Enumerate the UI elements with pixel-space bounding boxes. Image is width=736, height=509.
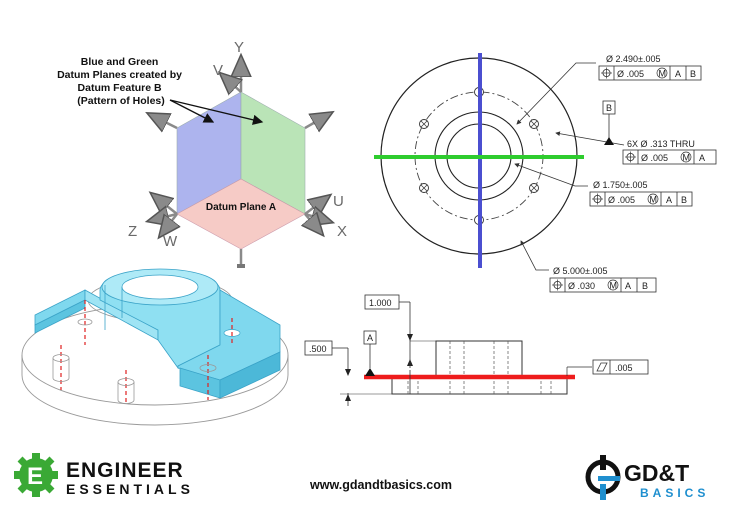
svg-text:B: B [606,103,612,113]
datum-a-flag: A [363,330,377,376]
top-view-drawing: Ø 2.490±.005 Ø .005 M A B B 6X Ø .313 TH… [374,53,717,293]
fcf-od-dimension: Ø 5.000±.005 [553,266,607,276]
datum-b-flag: B [602,100,616,145]
svg-text:A: A [699,153,705,163]
gdt-title: GD&T [624,460,689,486]
ee-title: ENGINEER [66,459,184,482]
callout-arrow-green [169,99,264,125]
leader-mid [514,163,588,187]
gdt-subtitle: BASICS [640,486,709,500]
svg-text:B: B [642,281,648,291]
svg-text:1.000: 1.000 [369,298,392,308]
leader-holes [555,131,625,146]
svg-text:M: M [650,195,658,205]
svg-text:M: M [610,281,618,291]
svg-text:A: A [666,195,672,205]
fcf-od-frame: Ø .030 M A B [549,277,657,293]
fcf-outer-dimension: Ø 2.490±.005 [606,54,660,64]
svg-text:.500: .500 [309,344,327,354]
base-dimension: .500 [304,340,392,406]
flatness-symbol-icon [596,362,608,372]
hole-crosses [420,120,538,192]
side-view-drawing: 1.000 .500 A .005 [304,294,649,406]
axis-label-x: X [337,223,347,240]
website-url[interactable]: www.gdandtbasics.com [309,478,452,492]
axis-base-tick [237,264,245,268]
svg-text:M: M [683,153,691,163]
fcf-mid-dimension: Ø 1.750±.005 [593,180,647,190]
axis-label-z: Z [128,223,137,240]
axis-label-w: W [163,233,178,250]
hole-callout-thru: 6X Ø .313 THRU [627,139,695,149]
svg-text:.005: .005 [615,363,633,373]
fcf-holes-frame: Ø .005 M A [622,149,717,165]
gear-icon: E [14,453,58,497]
svg-text:Ø .005: Ø .005 [608,195,635,205]
ee-subtitle: ESSENTIALS [66,481,194,497]
svg-text:M: M [659,69,667,79]
fcf-outer-frame: Ø .005 M A B [598,65,702,81]
svg-text:Ø .005: Ø .005 [641,153,668,163]
gdt-target-icon [585,455,621,500]
axis-label-u: U [333,193,344,210]
axis-label-v: V [213,62,223,79]
engineer-essentials-logo: E ENGINEER ESSENTIALS [14,453,194,497]
svg-text:Ø .005: Ø .005 [617,69,644,79]
leader-outer [516,62,596,125]
axis-arrows [149,57,331,268]
datum-callout-text: Blue and Green Datum Planes created by D… [57,56,185,107]
flatness-frame: .005 [566,359,649,376]
svg-text:A: A [625,281,631,291]
fcf-mid-frame: Ø .005 M A B [589,191,693,207]
isometric-part [21,268,289,426]
svg-text:E: E [27,463,43,490]
axis-label-y: Y [234,39,244,56]
gdt-basics-logo: GD&T BASICS [585,455,709,500]
datum-planes-diagram: Y V U X Z W Blue and Green Datum Planes … [57,39,347,268]
height-dimension: 1.000 [364,294,436,394]
svg-text:Ø .030: Ø .030 [568,281,595,291]
svg-text:B: B [681,195,687,205]
hole-axes [60,300,233,405]
svg-text:A: A [367,333,373,343]
callout-arrow-blue [169,99,215,123]
leader-od [520,240,549,271]
svg-text:B: B [690,69,696,79]
svg-text:A: A [675,69,681,79]
datum-plane-a-label: Datum Plane A [206,202,276,213]
